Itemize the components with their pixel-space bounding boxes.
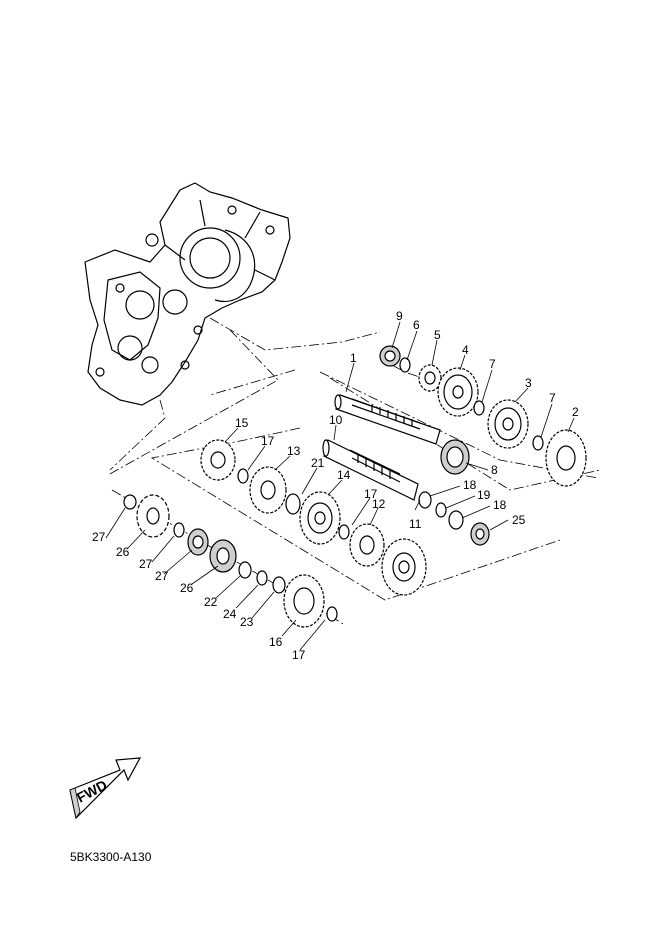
callout-12: 12 — [372, 497, 386, 511]
part-15-gear — [200, 439, 236, 481]
part-23-bearing — [470, 522, 490, 546]
callout-7a: 7 — [489, 357, 496, 371]
callout-11: 11 — [409, 517, 422, 531]
callout-9: 9 — [396, 309, 403, 323]
callout-6: 6 — [413, 318, 420, 332]
callout-5: 5 — [434, 328, 441, 342]
callout-27b: 27 — [139, 557, 153, 571]
part-5-gear — [418, 364, 442, 392]
callout-18b: 18 — [493, 498, 507, 512]
part-20-washer — [285, 493, 301, 515]
callout-13: 13 — [287, 444, 301, 458]
part-17-circlip — [237, 468, 249, 484]
part-17-circlip-2 — [338, 524, 350, 540]
crankcase-half — [84, 182, 291, 406]
part-9-bearing — [379, 345, 401, 367]
part-2-gear — [545, 429, 587, 487]
part-21-washer-2 — [272, 576, 286, 594]
part-4-gear — [437, 367, 479, 417]
callout-21a: 22 — [204, 595, 218, 609]
callout-25: 27 — [155, 569, 169, 583]
part-17-circlip-3 — [326, 606, 338, 622]
callout-14: 14 — [337, 468, 351, 482]
callout-22: 24 — [223, 607, 237, 621]
part-21-washer — [238, 561, 252, 579]
callout-15: 15 — [235, 416, 249, 430]
callout-10: 10 — [329, 413, 343, 427]
callout-2: 2 — [572, 405, 579, 419]
part-18-washer — [418, 491, 432, 509]
callout-26: 26 — [116, 545, 130, 559]
callout-21b: 23 — [240, 615, 254, 629]
part-13-gear — [249, 466, 287, 514]
part-26-sprocket — [136, 494, 170, 538]
callout-18a: 18 — [463, 478, 477, 492]
part-27-circlip-2 — [173, 522, 185, 538]
part-16-gear — [283, 574, 325, 628]
callout-3: 3 — [525, 376, 532, 390]
part-7-circlip-2 — [532, 435, 544, 451]
part-11-gear — [381, 538, 427, 596]
callout-19: 19 — [477, 488, 491, 502]
part-3-gear — [487, 399, 529, 449]
fwd-arrow: FWD — [69, 757, 142, 820]
part-19-collar — [435, 502, 447, 518]
part-25-oil-seal — [187, 528, 209, 556]
part-8-bearing — [440, 439, 470, 475]
callout-17a: 17 — [261, 434, 275, 448]
part-18-washer-2 — [448, 510, 464, 530]
part-7-circlip — [473, 400, 485, 416]
part-22-circlip — [256, 570, 268, 586]
drive-axle — [322, 439, 419, 501]
main-axle — [334, 394, 441, 445]
callout-1: 1 — [350, 351, 357, 365]
diagram-code: 5BK3300-A130 — [70, 850, 152, 864]
callout-23: 25 — [512, 513, 526, 527]
callout-7b: 7 — [549, 391, 556, 405]
callout-17c: 17 — [292, 648, 306, 662]
part-24-bearing — [209, 539, 237, 573]
leader-lines — [105, 321, 575, 651]
callout-27a: 27 — [92, 530, 106, 544]
callout-24: 26 — [180, 581, 194, 595]
callout-8: 8 — [491, 463, 498, 477]
part-12-gear — [349, 523, 385, 567]
part-14-gear — [299, 491, 341, 545]
callout-labels: 9 6 5 4 7 1 3 7 2 8 10 15 17 13 21 14 17… — [92, 309, 579, 662]
part-6-washer — [399, 357, 411, 373]
part-27-circlip — [123, 494, 137, 510]
callout-17b: 17 — [364, 487, 378, 501]
callout-20: 21 — [311, 456, 325, 470]
gear-set — [123, 345, 587, 628]
callout-16: 16 — [269, 635, 283, 649]
callout-4: 4 — [462, 343, 469, 357]
